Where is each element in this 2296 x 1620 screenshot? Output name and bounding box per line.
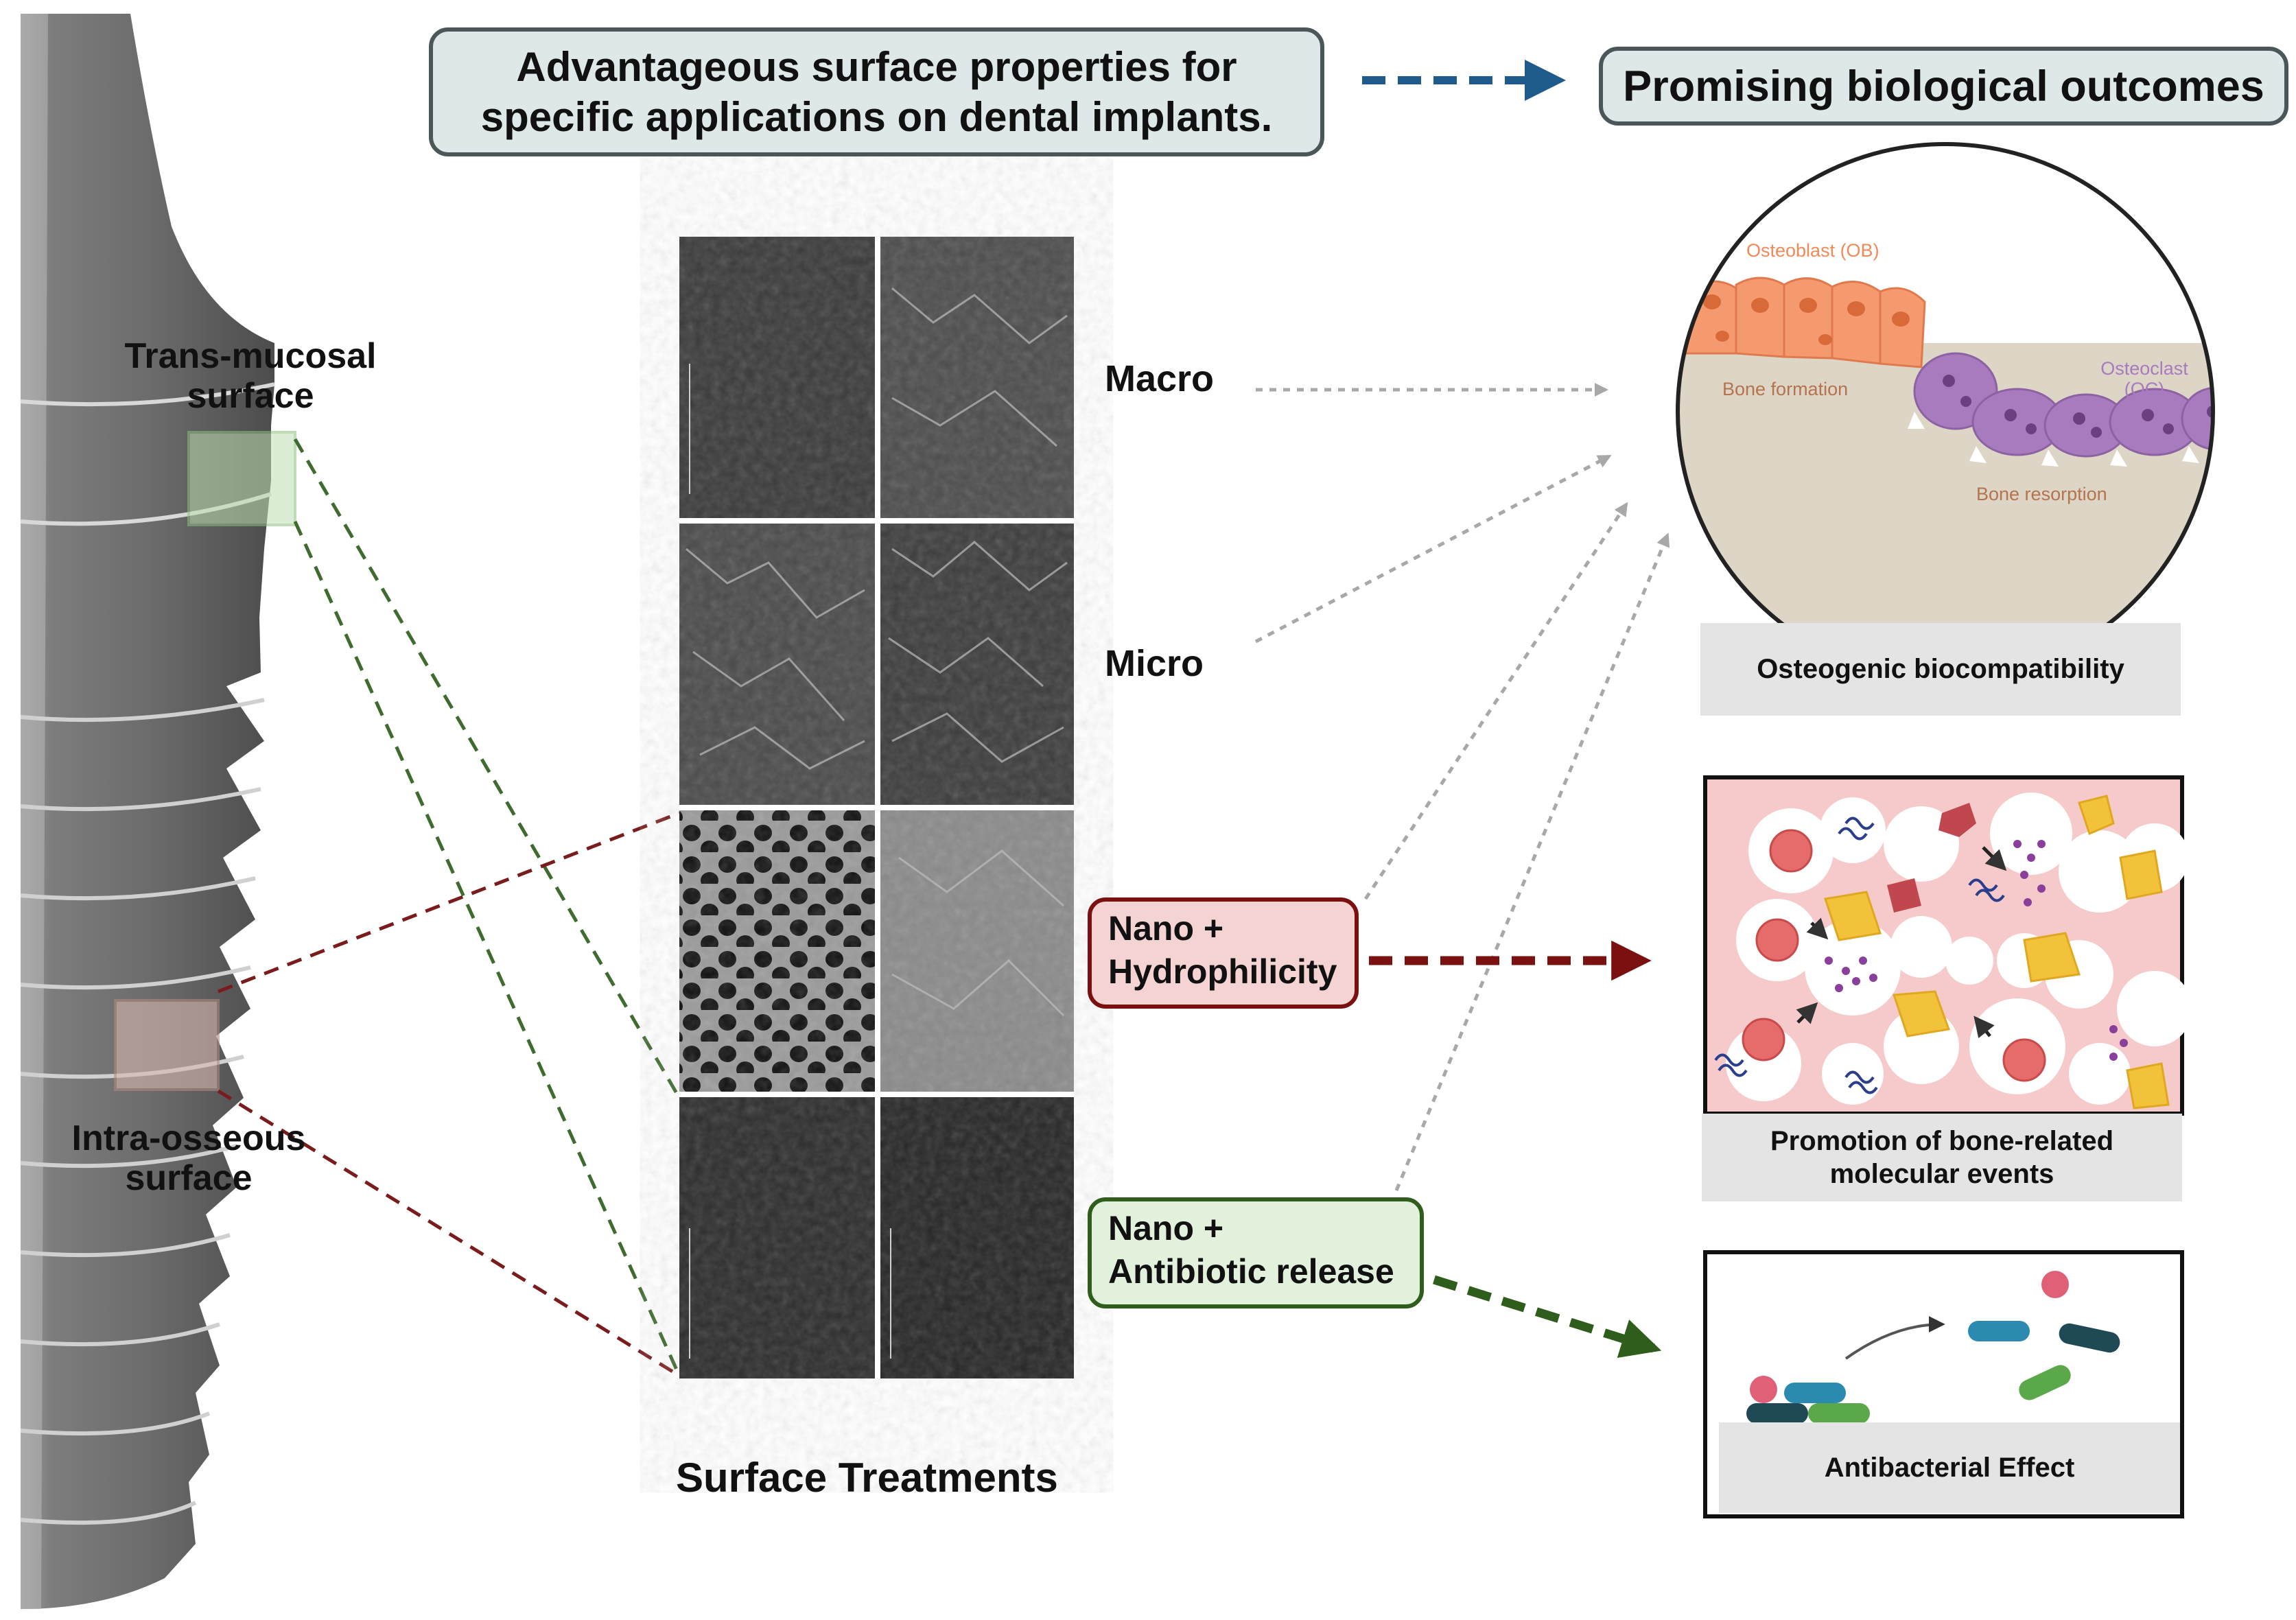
antibiotic-arrow [1433,1275,1662,1358]
header-left-box: Advantageous surface properties for spec… [429,27,1324,156]
gray-arrows [1254,383,1670,1191]
nano-hydro-line1: Nano + [1108,909,1224,948]
zoom-lines [217,438,681,1378]
nano-antibiotic-box: Nano + Antibiotic release [1088,1197,1424,1308]
promotion-caption: Promotion of bone-related molecular even… [1702,1114,2182,1201]
intra-osseous-line1: Intra-osseous [71,1118,306,1158]
osteoclast-line1: Osteoclast [2100,358,2188,379]
trans-mucosal-zoom-box [187,431,296,526]
bone-formation-label: Bone formation [1722,379,1849,399]
osteogenic-caption: Osteogenic biocompatibility [1700,623,2181,716]
osteoclast-line2: (OC) [2124,379,2165,400]
header-left-line1: Advantageous surface properties for [516,43,1237,90]
nano-hydro-line2: Hydrophilicity [1108,952,1337,991]
nano-hydrophilicity-box: Nano + Hydrophilicity [1088,897,1359,1009]
intra-osseous-label: Intra-osseous surface [38,1118,340,1198]
micro-label: Micro [1105,643,1204,684]
surface-treatments-title: Surface Treatments [676,1455,1058,1501]
trans-mucosal-line2: surface [187,376,314,416]
osteoblast-label: Osteoblast (OB) [1746,240,1879,261]
macro-label: Macro [1105,358,1215,399]
osteogenic-circle [1676,142,2215,681]
header-right-text: Promising biological outcomes [1623,62,2264,110]
molecular-events-illustration [1703,775,2192,1116]
antibacterial-caption: Antibacterial Effect [1719,1422,2180,1513]
dental-implant [20,14,296,1609]
header-right-box: Promising biological outcomes [1599,47,2288,126]
intra-osseous-line2: surface [125,1158,253,1199]
intra-osseous-zoom-box [114,999,220,1091]
nano-anti-line2: Antibiotic release [1108,1252,1394,1291]
osteoclast-label: Osteoclast (OC) [2086,358,2203,399]
sem-image-grid [679,237,1074,1378]
nano-anti-line1: Nano + [1108,1209,1224,1247]
trans-mucosal-label: Trans-mucosal surface [103,336,398,416]
trans-mucosal-line1: Trans-mucosal [124,336,377,376]
header-left-line2: specific applications on dental implants… [480,94,1273,140]
promotion-line1: Promotion of bone-related [1770,1126,2113,1156]
bone-resorption-label: Bone resorption [1976,484,2107,504]
promotion-line2: molecular events [1829,1159,2054,1189]
